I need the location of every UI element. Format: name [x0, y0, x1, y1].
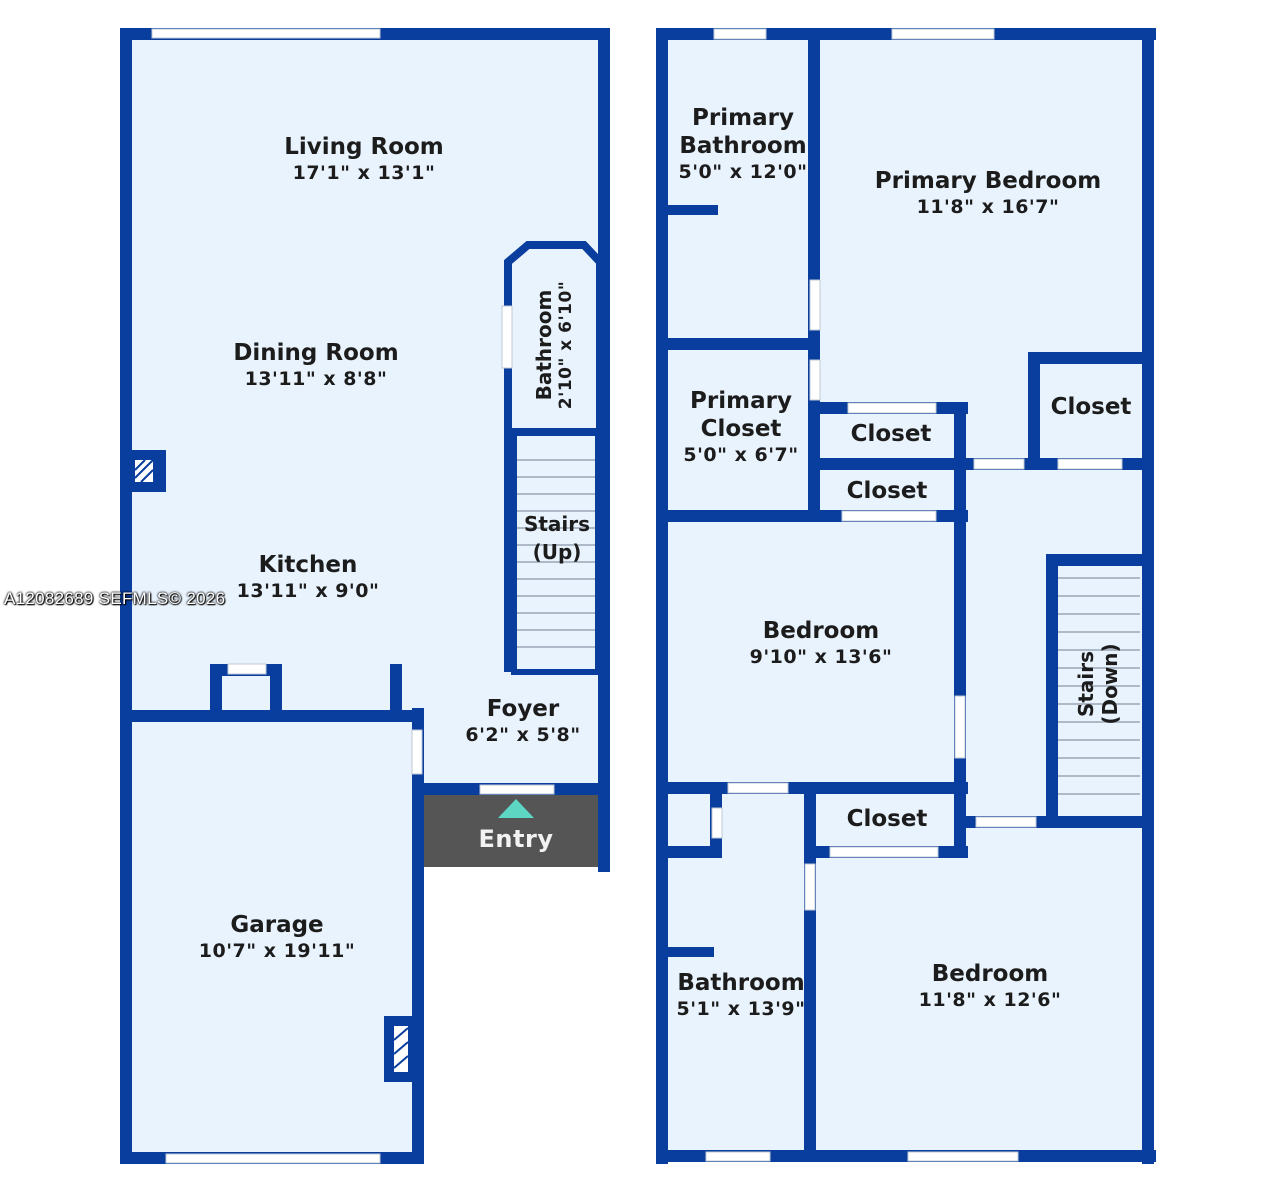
room-name-line1: Primary [690, 388, 792, 414]
stairs-direction: (Up) [532, 540, 582, 564]
room-living-room: Living Room 17'1" x 13'1" [284, 133, 444, 185]
room-name: Garage [230, 912, 324, 938]
stairs-label: Stairs [523, 512, 591, 536]
room-dining-room: Dining Room 13'11" x 8'8" [233, 339, 398, 391]
room-name: Closet [846, 806, 928, 832]
stairs-direction: (Down) [1098, 643, 1122, 725]
room-dimensions: 6'2" x 5'8" [465, 724, 581, 746]
room-closet-d: Closet [1051, 393, 1132, 421]
stairs-label: Stairs [1074, 650, 1098, 718]
room-name: Bedroom [762, 618, 880, 644]
room-dimensions: 10'7" x 19'11" [198, 940, 356, 962]
foyer-fill [418, 714, 604, 794]
room-name: Bathroom [677, 970, 805, 996]
room-bedroom-2: Bedroom 11'8" x 12'6" [919, 960, 1062, 1012]
ground-floor-windows [151, 28, 555, 1164]
room-garage: Garage 10'7" x 19'11" [199, 911, 355, 963]
room-dimensions: 17'1" x 13'1" [292, 162, 436, 184]
room-name: Bedroom [931, 961, 1049, 987]
room-name: Primary Bedroom [874, 168, 1102, 194]
room-bathroom: Bathroom 5'1" x 13'9" [676, 969, 805, 1021]
room-primary-bedroom: Primary Bedroom 11'8" x 16'7" [875, 167, 1101, 219]
room-dimensions: 9'10" x 13'6" [749, 646, 893, 668]
room-name: Dining Room [233, 340, 399, 366]
upper-floor [656, 28, 1156, 1164]
room-primary-bathroom: Primary Bathroom 5'0" x 12'0" [678, 104, 807, 184]
stairs-down-graphic [1052, 560, 1142, 818]
room-half-bath: Bathroom 2'10" x 6'10" [532, 281, 576, 409]
room-dimensions: 11'8" x 16'7" [916, 196, 1060, 218]
room-name: Foyer [486, 696, 560, 722]
room-dimensions: 5'1" x 13'9" [676, 998, 806, 1020]
room-dimensions: 5'0" x 12'0" [678, 161, 808, 183]
entry-arrow-icon [498, 799, 534, 818]
room-closet-b: Closet [847, 477, 928, 505]
room-name: Bathroom [532, 289, 556, 401]
room-name-line2: Closet [700, 416, 782, 442]
room-name-line2: Bathroom [679, 133, 807, 159]
room-foyer: Foyer 6'2" x 5'8" [465, 695, 580, 747]
listing-watermark: A12082689 SEFMLS© 2026 [4, 589, 226, 608]
stairs-down: Stairs (Down) [1074, 643, 1122, 724]
room-dimensions: 5'0" x 6'7" [683, 444, 799, 466]
room-closet-a: Closet [851, 420, 932, 448]
half-bath-walls [504, 241, 604, 436]
room-name: Living Room [284, 134, 444, 160]
upper-floor-windows [705, 28, 1123, 1162]
room-dimensions: 11'8" x 12'6" [918, 989, 1062, 1011]
room-primary-closet: Primary Closet 5'0" x 6'7" [683, 387, 798, 467]
room-name: Kitchen [258, 552, 358, 578]
ground-floor [120, 28, 610, 1164]
room-dimensions: 13'11" x 9'0" [236, 580, 380, 602]
room-dimensions: 2'10" x 6'10" [556, 280, 576, 410]
entry-label: Entry [478, 825, 554, 853]
room-name: Closet [850, 421, 932, 447]
room-name: Closet [1050, 394, 1132, 420]
room-kitchen: Kitchen 13'11" x 9'0" [237, 551, 380, 603]
room-closet-c: Closet [847, 805, 928, 833]
room-name: Closet [846, 478, 928, 504]
room-dimensions: 13'11" x 8'8" [244, 368, 388, 390]
room-bedroom-1: Bedroom 9'10" x 13'6" [750, 617, 893, 669]
garage-fill [126, 714, 418, 1158]
room-name-line1: Primary [692, 105, 794, 131]
stairs-up: Stairs (Up) [524, 510, 590, 566]
